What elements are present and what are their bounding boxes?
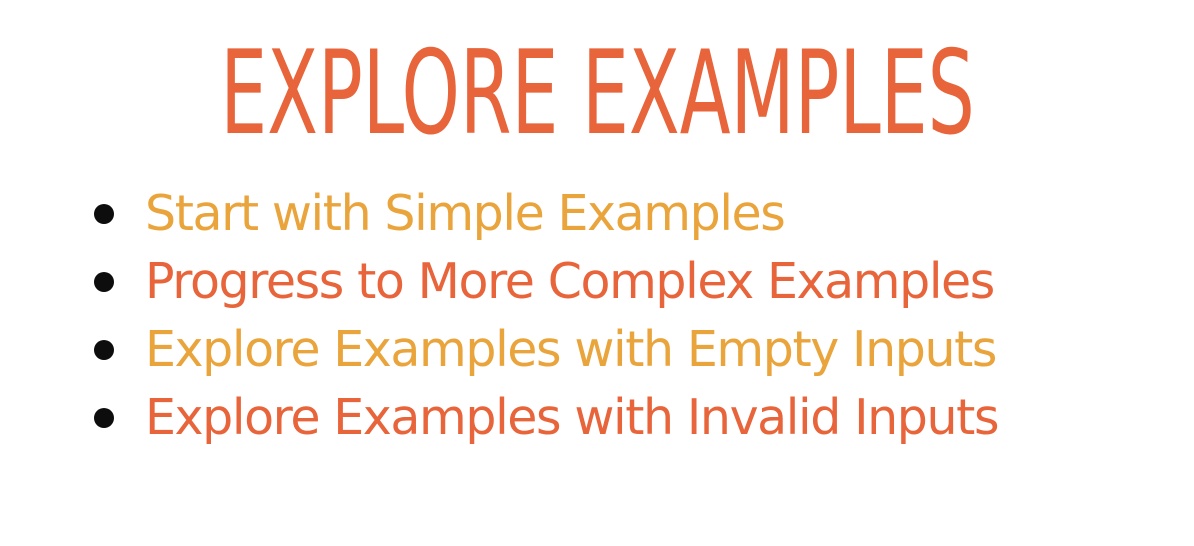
bullet-item: Progress to More Complex Examples — [94, 248, 998, 316]
bullet-item: Start with Simple Examples — [94, 180, 998, 248]
bullet-text: Explore Examples with Invalid Inputs — [145, 389, 1000, 446]
bullet-text: Start with Simple Examples — [145, 185, 786, 242]
slide-title-text: EXPLORE EXAMPLES — [219, 26, 975, 161]
bullet-item: Explore Examples with Invalid Inputs — [94, 384, 1000, 452]
bullet-text: Explore Examples with Empty Inputs — [145, 321, 997, 378]
bullet-item: Explore Examples with Empty Inputs — [94, 316, 998, 384]
bullet-list: Start with Simple Examples Progress to M… — [94, 180, 1000, 452]
bullet-dot-icon — [94, 204, 114, 224]
slide-title: EXPLORE EXAMPLES — [0, 24, 1194, 164]
bullet-dot-icon — [94, 408, 114, 428]
bullet-dot-icon — [94, 272, 114, 292]
bullet-dot-icon — [94, 340, 114, 360]
bullet-text: Progress to More Complex Examples — [145, 253, 995, 310]
